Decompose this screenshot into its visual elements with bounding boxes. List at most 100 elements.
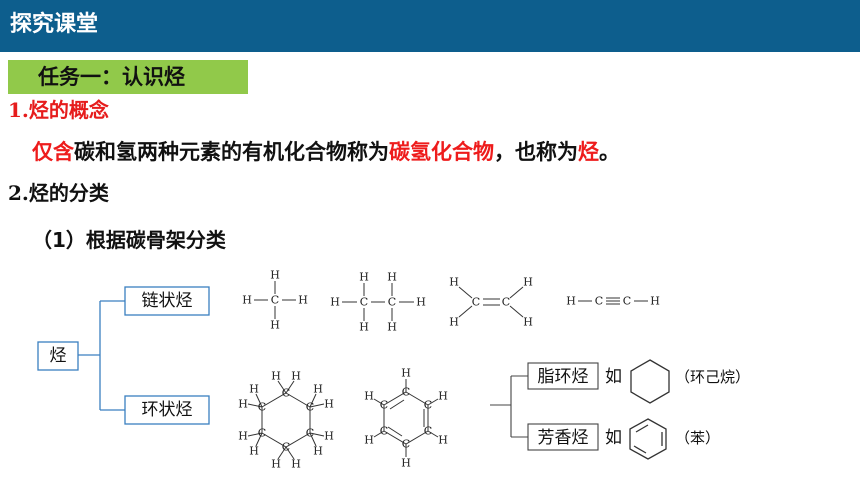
h-atom: H [401, 457, 411, 470]
svg-text:H: H [650, 295, 660, 308]
task-banner: 任务一：认识烃 [8, 60, 248, 94]
root-box [37, 341, 79, 371]
svg-text:H: H [523, 276, 533, 289]
svg-text:C: C [623, 295, 631, 308]
h-atom: H [364, 434, 374, 447]
h-atom: H [324, 398, 334, 411]
methane-structure [254, 281, 296, 319]
example-ru-1: 如 [605, 367, 622, 387]
svg-text:C: C [595, 295, 603, 308]
c-atom: C [258, 401, 266, 414]
svg-text:H: H [359, 271, 369, 284]
svg-text:C: C [472, 296, 480, 309]
svg-text:H: H [387, 321, 397, 334]
aromatic-label: 芳香烃 [538, 428, 589, 448]
h-atom: H [438, 390, 448, 403]
c-atom: C [402, 438, 410, 451]
svg-text:H: H [298, 294, 308, 307]
c-atom: C [402, 386, 410, 399]
c-atom: C [258, 427, 266, 440]
svg-text:H: H [387, 271, 397, 284]
h-atom: H [324, 430, 334, 443]
definition-text: 仅含碳和氢两种元素的有机化合物称为碳氢化合物，也称为烃。 [32, 137, 620, 167]
c-atom: C [380, 425, 388, 438]
methane-atoms: H C H H H [242, 269, 308, 332]
benzene-kekule-structure [373, 379, 439, 457]
section2-heading: 2.烃的分类 [8, 179, 109, 207]
h-atom: H [364, 390, 374, 403]
svg-text:H: H [523, 316, 533, 329]
def-part4: ，也称为 [494, 140, 578, 164]
c-atom: C [424, 399, 432, 412]
svg-text:H: H [449, 276, 459, 289]
h-atom: H [438, 434, 448, 447]
def-part3: 碳氢化合物 [389, 140, 494, 164]
svg-text:H: H [416, 296, 426, 309]
example-name-1: （环己烷） [675, 368, 750, 386]
h-atom: H [249, 445, 259, 458]
c-atom: C [306, 427, 314, 440]
task-label: 任务一：认识烃 [38, 65, 185, 89]
ethane-structure [342, 283, 414, 321]
svg-text:H: H [330, 296, 340, 309]
alicyclic-box [527, 362, 599, 390]
h-atom: H [401, 367, 411, 380]
c-atom: C [424, 425, 432, 438]
ethylene-structure [458, 286, 524, 318]
h-atom: H [291, 370, 301, 383]
svg-text:C: C [388, 296, 396, 309]
acetylene-atoms: H C C H [566, 295, 660, 308]
example-name-2: （苯） [675, 429, 720, 447]
chain-box [124, 286, 210, 316]
tree-lines [78, 300, 125, 411]
header-bar: 探究课堂 [0, 0, 860, 52]
def-part5: 烃 [578, 140, 599, 164]
def-part1: 仅含 [32, 140, 74, 164]
svg-text:H: H [270, 269, 280, 282]
ethane-atoms: H C C H H H H H [330, 271, 426, 334]
ring-label: 环状烃 [142, 400, 193, 420]
h-atom: H [249, 383, 259, 396]
svg-text:H: H [566, 295, 576, 308]
h-atom: H [238, 398, 248, 411]
example-ru-2: 如 [605, 428, 622, 448]
svg-text:H: H [242, 294, 252, 307]
h-atom: H [271, 458, 281, 471]
cyclohexane-skeletal [630, 359, 670, 404]
h-atom: H [313, 445, 323, 458]
c-atom: C [306, 401, 314, 414]
alicyclic-label: 脂环烃 [538, 367, 589, 387]
svg-text:C: C [502, 296, 510, 309]
c-atom: C [380, 399, 388, 412]
def-part2: 碳和氢两种元素的有机化合物称为 [74, 140, 389, 164]
c-atom: C [282, 441, 290, 454]
ethylene-atoms: C C H H H H [449, 276, 533, 329]
benzene-skeletal [629, 418, 667, 460]
aromatic-box [527, 423, 599, 451]
h-atom: H [238, 430, 248, 443]
svg-text:C: C [271, 294, 279, 307]
section1-heading: 1.烃的概念 [8, 96, 109, 124]
root-label: 烃 [50, 346, 67, 366]
ring-box [124, 395, 210, 425]
header-title: 探究课堂 [10, 12, 99, 37]
def-part6: 。 [599, 140, 620, 164]
h-atom: H [271, 370, 281, 383]
c-atom: C [282, 387, 290, 400]
subclass-lines [490, 375, 528, 438]
subsection-heading: （1）根据碳骨架分类 [32, 228, 226, 252]
chain-label: 链状烃 [142, 291, 193, 311]
h-atom: H [291, 458, 301, 471]
h-atom: H [313, 383, 323, 396]
svg-text:H: H [359, 321, 369, 334]
section1-number: 1. [8, 98, 29, 122]
svg-text:C: C [360, 296, 368, 309]
svg-text:H: H [449, 316, 459, 329]
section2-title: 烃的分类 [28, 181, 109, 205]
cyclohexane-full-structure [247, 380, 325, 460]
section1-title: 烃的概念 [28, 98, 109, 122]
section2-number: 2. [8, 181, 29, 205]
